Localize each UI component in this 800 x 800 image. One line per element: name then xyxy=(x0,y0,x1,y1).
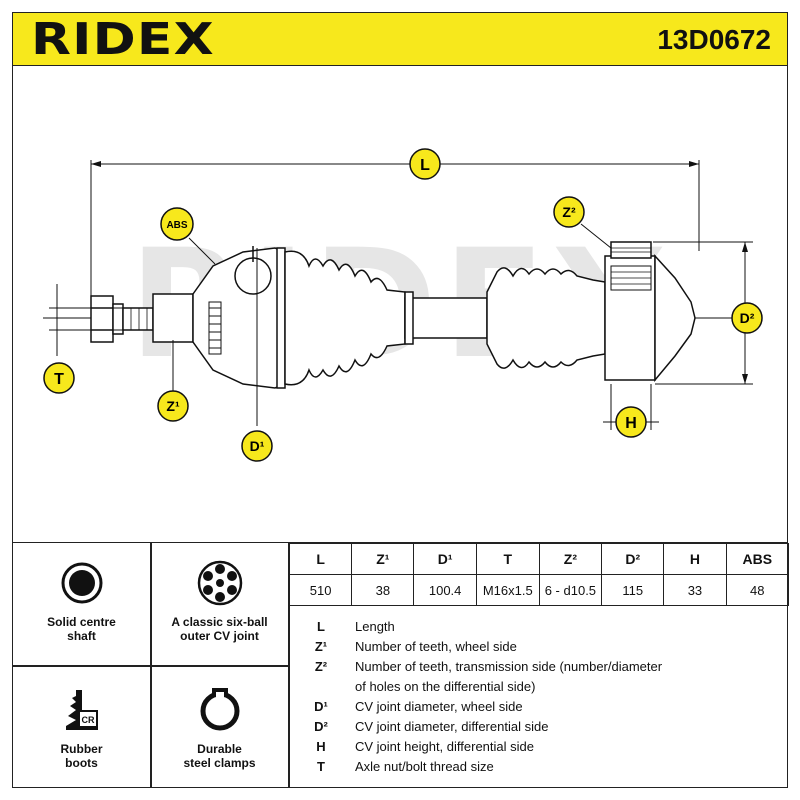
spec-header: Z¹ xyxy=(351,543,415,575)
spec-value: 48 xyxy=(725,574,790,606)
label-z2-text: Z² xyxy=(562,204,576,220)
spec-value: 510 xyxy=(288,574,353,606)
feature-label: Durable steel clamps xyxy=(183,742,256,770)
legend-description: Length xyxy=(355,619,395,634)
legend-item: Z¹ Number of teeth, wheel side xyxy=(289,637,789,657)
z2-leader xyxy=(580,223,612,249)
legend-symbol: Z¹ xyxy=(314,639,328,654)
six-ball-joint-icon xyxy=(197,560,243,606)
spec-value: M16x1.5 xyxy=(475,574,540,606)
feature-steel-clamps: Durable steel clamps xyxy=(151,666,288,788)
spec-header: D¹ xyxy=(413,543,477,575)
legend-symbol: D¹ xyxy=(314,699,328,714)
legend-description: CV joint diameter, wheel side xyxy=(355,699,523,714)
threaded-stub xyxy=(122,307,154,331)
drive-shaft-svg: RIDEX xyxy=(43,148,763,462)
legend-item: H CV joint height, differential side xyxy=(289,737,789,757)
label-abs-text: ABS xyxy=(166,220,187,231)
label-D1: D¹ xyxy=(241,430,273,462)
steel-clamp-icon xyxy=(200,688,240,731)
label-z1-text: Z¹ xyxy=(166,398,180,414)
spec-header: D² xyxy=(601,543,665,575)
spec-header: H xyxy=(663,543,727,575)
legend-symbol: H xyxy=(316,739,326,754)
brand-logo: RIDEX xyxy=(31,14,215,65)
label-h-text: H xyxy=(625,415,637,432)
legend-description: Number of teeth, transmission side (numb… xyxy=(355,659,663,674)
legend-item: of holes on the differential side) xyxy=(289,677,789,697)
feature-solid-shaft: Solid centre shaft xyxy=(13,543,150,665)
spec-value: 115 xyxy=(601,574,665,606)
feature-divider-h xyxy=(13,665,289,667)
spec-value: 33 xyxy=(663,574,727,606)
label-T: T xyxy=(43,362,75,394)
feature-six-ball-joint: A classic six-ball outer CV joint xyxy=(151,543,288,665)
legend-description: of holes on the differential side) xyxy=(355,679,536,694)
spec-header: T xyxy=(475,543,540,575)
specs-section: Solid centre shaft A classic six-ball ou… xyxy=(12,542,790,788)
spec-value: 100.4 xyxy=(413,574,477,606)
legend-item: Z² Number of teeth, transmission side (n… xyxy=(289,657,789,677)
drive-shaft-drawing: RIDEX xyxy=(12,66,788,542)
label-Z1: Z¹ xyxy=(157,390,189,422)
solid-shaft-icon xyxy=(61,562,103,604)
label-t-text: T xyxy=(54,371,64,388)
label-D2: D² xyxy=(731,302,763,334)
label-Z2: Z² xyxy=(553,196,585,228)
part-number: 13D0672 xyxy=(657,24,771,55)
header-bar: RIDEX 13D0672 xyxy=(12,12,788,66)
legend-item: D² CV joint diameter, differential side xyxy=(289,717,789,737)
label-L: L xyxy=(409,148,441,180)
feature-label: Solid centre shaft xyxy=(47,615,116,643)
legend-description: CV joint height, differential side xyxy=(355,739,534,754)
legend-item: D¹ CV joint diameter, wheel side xyxy=(289,697,789,717)
legend-symbol: D² xyxy=(314,719,328,734)
feature-label: A classic six-ball outer CV joint xyxy=(171,615,268,643)
inner-rubber-boot xyxy=(486,267,606,369)
specs-table: L Z¹ D¹ T Z² D² H ABS 510 38 100.4 M16x1… xyxy=(288,543,790,606)
svg-text:CR: CR xyxy=(82,715,95,725)
spec-header: Z² xyxy=(538,543,603,575)
legend-symbol: T xyxy=(317,759,325,774)
label-ABS: ABS xyxy=(160,207,194,241)
feature-label: Rubber boots xyxy=(60,742,103,770)
spec-header: ABS xyxy=(725,543,790,575)
bolt-head xyxy=(90,295,114,343)
label-l-text: L xyxy=(420,157,430,174)
solid-centre-shaft xyxy=(404,297,488,339)
spec-value: 6 - d10.5 xyxy=(538,574,603,606)
label-H: H xyxy=(615,406,647,438)
abs-leader xyxy=(188,237,216,265)
specs-value-row: 510 38 100.4 M16x1.5 6 - d10.5 115 33 48 xyxy=(288,574,790,606)
legend-item: L Length xyxy=(289,617,789,637)
spec-header: L xyxy=(288,543,353,575)
label-d2-text: D² xyxy=(740,310,755,326)
legend-item: T Axle nut/bolt thread size xyxy=(289,757,789,777)
legend-description: Axle nut/bolt thread size xyxy=(355,759,494,774)
legend-description: CV joint diameter, differential side xyxy=(355,719,549,734)
rubber-boot-cr-icon: CR xyxy=(66,690,98,730)
specs-header-row: L Z¹ D¹ T Z² D² H ABS xyxy=(288,543,790,575)
spec-value: 38 xyxy=(351,574,415,606)
feature-rubber-boots: CR Rubber boots xyxy=(13,666,150,788)
legend-description: Number of teeth, wheel side xyxy=(355,639,517,654)
legend-symbol: Z² xyxy=(314,659,328,674)
label-d1-text: D¹ xyxy=(250,438,265,454)
legend-symbol: L xyxy=(317,619,325,634)
